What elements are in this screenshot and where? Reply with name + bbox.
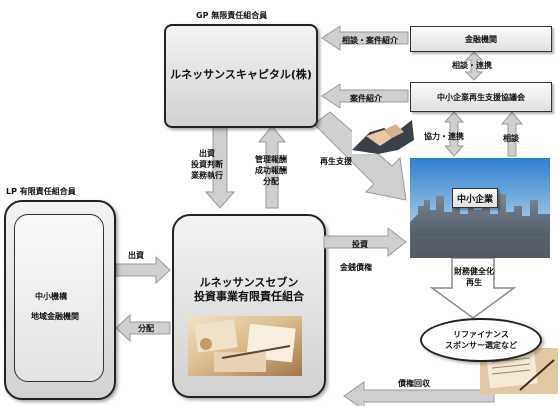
arrow-lp-invest bbox=[115, 255, 171, 285]
sme-label: 中小企業 bbox=[456, 194, 493, 205]
arrow-finance-sound bbox=[429, 257, 517, 319]
lp-member-sme-agency: 中小機構 bbox=[35, 292, 67, 301]
arrow-debt-collection bbox=[343, 381, 495, 406]
arrow-consult-cooperation bbox=[464, 51, 484, 81]
arrow-case-referral bbox=[321, 83, 409, 109]
lp-distribution-label: 分配 bbox=[138, 324, 154, 333]
arrow-invest-decision bbox=[204, 125, 236, 209]
consult-referral-label: 相談・案件紹介 bbox=[342, 36, 398, 45]
financial-institution-box: 金融機関 bbox=[410, 26, 552, 52]
renaissance-capital-box: ルネッサンスキャピタル(株) bbox=[164, 24, 318, 128]
council-box: 中小企業再生支援協議会 bbox=[410, 82, 552, 112]
lp-invest-label: 出資 bbox=[128, 251, 144, 260]
refinance-ellipse: リファイナンス スポンサー選定など bbox=[420, 318, 542, 362]
collab-cooperation-label: 協力・連携 bbox=[424, 132, 464, 141]
arrow-consult-referral bbox=[321, 25, 409, 51]
finance-sound-label: 財務健全化 再生 bbox=[446, 266, 502, 288]
arrow-fund-invest bbox=[323, 226, 407, 258]
fund-invest-sub-label: 金銭債権 bbox=[340, 263, 372, 272]
arrow-consult bbox=[500, 111, 524, 157]
council-label: 中小企業再生支援協議会 bbox=[437, 92, 525, 102]
mgmt-fee-label: 管理報酬 成功報酬 分配 bbox=[248, 154, 294, 187]
invest-decision-line2: 投資判断 bbox=[191, 160, 223, 169]
mgmt-fee-line3: 分配 bbox=[263, 177, 279, 186]
mgmt-fee-line1: 管理報酬 bbox=[255, 155, 287, 164]
renaissance-capital-name: ルネッサンスキャピタル(株) bbox=[170, 68, 312, 81]
handshake-photo bbox=[352, 112, 414, 154]
consult-label: 相談 bbox=[503, 134, 519, 143]
finance-sound-line1: 財務健全化 bbox=[454, 267, 494, 276]
arrow-collab-cooperation bbox=[443, 111, 465, 157]
invest-decision-label: 出資 投資判断 業務執行 bbox=[184, 148, 230, 181]
sme-city-photo bbox=[410, 158, 550, 258]
invest-decision-line1: 出資 bbox=[199, 149, 215, 158]
refinance-line2: スポンサー選定など bbox=[445, 341, 517, 350]
lp-inner-box: 中小機構 地域金融機関 bbox=[14, 214, 104, 382]
lp-member-regional-banks: 地域金融機関 bbox=[31, 312, 79, 321]
lp-label: LP 有限責任組合員 bbox=[6, 187, 76, 196]
arrow-mgmt-fee bbox=[257, 125, 287, 209]
fund-documents-photo bbox=[188, 316, 302, 376]
refinance-line1: リファイナンス bbox=[453, 330, 509, 339]
invest-decision-line3: 業務執行 bbox=[191, 171, 223, 180]
lp-outer-box: 中小機構 地域金融機関 bbox=[4, 200, 116, 400]
mgmt-fee-line2: 成功報酬 bbox=[255, 166, 287, 175]
finance-sound-line2: 再生 bbox=[466, 278, 482, 287]
case-referral-label: 案件紹介 bbox=[350, 94, 382, 103]
debt-collection-label: 債権回収 bbox=[398, 379, 430, 388]
arrow-rehab-support bbox=[313, 111, 407, 201]
financial-institution-label: 金融機関 bbox=[465, 34, 497, 44]
fund-invest-label: 投資 bbox=[352, 240, 368, 249]
rehab-support-label: 再生支援 bbox=[320, 157, 352, 166]
sme-label-box: 中小企業 bbox=[452, 188, 498, 208]
consult-cooperation-label: 相談・連携 bbox=[452, 61, 492, 70]
arrow-lp-distribution bbox=[115, 313, 171, 343]
gp-label: GP 無限責任組合員 bbox=[196, 11, 268, 20]
